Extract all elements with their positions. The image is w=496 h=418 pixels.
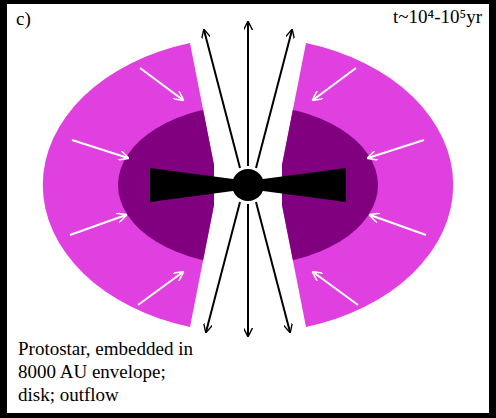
time-scale: t~10⁴-10⁵yr [393, 6, 482, 28]
protostar [232, 169, 264, 201]
disk [150, 168, 346, 202]
panel-letter: c) [16, 8, 31, 30]
caption-note: Protostar, embedded in 8000 AU envelope;… [18, 337, 202, 406]
panel-ground [7, 4, 489, 413]
